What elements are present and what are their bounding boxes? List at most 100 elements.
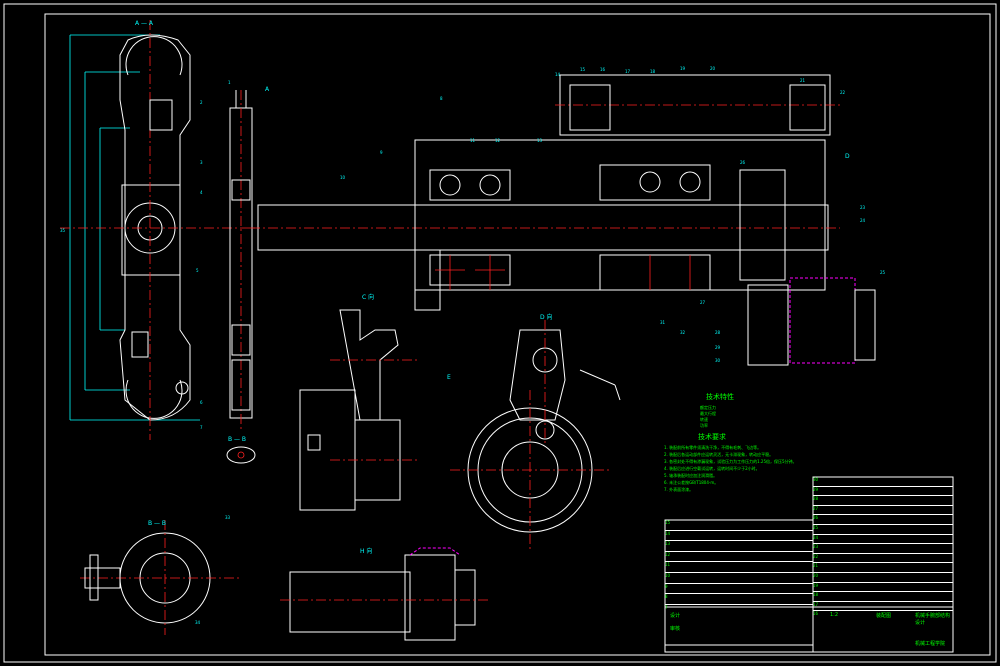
label-e-view: E — [447, 374, 451, 381]
tech-line: 3. 各密封处不得有渗漏现象，试验压力为工作压力的1.25倍，保压5分钟。 — [664, 459, 797, 464]
balloon: 13 — [537, 138, 543, 143]
parts-row: 13 — [665, 541, 813, 552]
balloon: 33 — [225, 515, 231, 520]
parts-row: 17 — [813, 602, 953, 612]
tech-line: 2. 装配后各运动部件应运转灵活，无卡滞现象，转动应平稳。 — [664, 452, 774, 457]
parts-no: 23 — [813, 544, 819, 550]
balloon: 26 — [740, 160, 746, 165]
balloon: 29 — [715, 345, 721, 350]
balloon: 2 — [200, 100, 203, 105]
balloon: 34 — [195, 620, 201, 625]
parts-no: 7 — [665, 604, 668, 610]
balloon: 8 — [440, 96, 443, 101]
balloon: 27 — [700, 300, 706, 305]
parts-no: 30 — [813, 477, 819, 482]
parts-row: 14 — [665, 531, 813, 542]
parts-row: 25 — [813, 525, 953, 535]
parts-no: 9 — [665, 583, 668, 589]
parts-row: 24 — [813, 535, 953, 545]
parts-no: 26 — [813, 515, 819, 521]
spec-line: 功率 — [700, 423, 708, 428]
balloon: 24 — [860, 218, 866, 223]
view-a-a-arm — [60, 20, 260, 440]
spec-line: 最大行程 — [700, 411, 716, 416]
balloon: 21 — [800, 78, 806, 83]
checker-label: 审核 — [670, 626, 681, 632]
view-c-lever — [299, 309, 420, 511]
tech-line: 4. 装配后应进行空载试运转，运转时间不少于2小时。 — [664, 466, 760, 471]
parts-no: 8 — [665, 594, 668, 600]
parts-row: 29 — [813, 487, 953, 497]
parts-no: 28 — [813, 496, 819, 502]
tech-title: 技术要求 — [698, 433, 726, 441]
balloon: 15 — [580, 67, 586, 72]
view-b-b-spline — [80, 520, 240, 635]
parts-row: 19 — [813, 583, 953, 593]
label-a-a: A — A — [135, 20, 154, 27]
parts-row: 12 — [665, 552, 813, 563]
parts-row: 26 — [813, 515, 953, 525]
parts-no: 14 — [665, 530, 671, 536]
parts-row: 20 — [813, 573, 953, 583]
balloon: 32 — [680, 330, 686, 335]
parts-no: 10 — [665, 572, 671, 578]
label-c-view: C 向 — [362, 294, 375, 301]
balloon: 14 — [555, 72, 561, 77]
balloon: 35 — [60, 228, 66, 233]
spec-lines: 额定压力 最大行程 转速 功率 — [700, 405, 760, 429]
designer-label: 设计 — [670, 613, 681, 619]
balloon: 17 — [625, 69, 631, 74]
spec-title: 技术特性 — [706, 393, 734, 401]
balloon: 5 — [196, 268, 199, 273]
balloon: 28 — [715, 330, 721, 335]
label-b-b-small: B — B — [228, 436, 247, 443]
balloon: 19 — [680, 66, 686, 71]
parts-row: 30 — [813, 477, 953, 487]
parts-row: 11 — [665, 562, 813, 573]
tech-line: 1. 装配前所有零件须清洗干净，不得有毛刺、飞边等。 — [664, 445, 762, 450]
label-d-view: D 向 — [540, 314, 553, 321]
parts-row: 27 — [813, 506, 953, 516]
parts-table-left: 15 14 13 12 11 10 9 8 7 — [665, 520, 813, 610]
balloon: 1 — [228, 80, 231, 85]
parts-row: 15 — [665, 520, 813, 531]
balloon: 18 — [650, 69, 656, 74]
parts-row: 9 — [665, 584, 813, 595]
drawing-name: 机械手腕部结构设计 — [915, 613, 951, 626]
balloon: 23 — [860, 205, 866, 210]
parts-no: 21 — [813, 563, 819, 569]
parts-no: 20 — [813, 572, 819, 578]
parts-row: 8 — [665, 594, 813, 605]
parts-no: 13 — [665, 541, 671, 547]
parts-row: 23 — [813, 544, 953, 554]
balloon: 16 — [600, 67, 606, 72]
balloon: 6 — [200, 400, 203, 405]
parts-no: 27 — [813, 505, 819, 511]
balloon: 25 — [880, 270, 886, 275]
tech-line: 6. 未注公差按GB/T1804-m。 — [664, 480, 719, 485]
parts-no: 22 — [813, 553, 819, 559]
parts-row: 16 — [813, 611, 953, 620]
balloon: 11 — [470, 138, 476, 143]
label-h-view: H 向 — [360, 548, 373, 555]
parts-row: 21 — [813, 563, 953, 573]
parts-no: 25 — [813, 524, 819, 530]
balloon: 20 — [710, 66, 716, 71]
view-main-shaft — [250, 74, 876, 366]
parts-no: 24 — [813, 534, 819, 540]
inner-border — [44, 13, 991, 656]
label-a-arrow: A — [265, 86, 270, 93]
parts-no: 12 — [665, 551, 671, 557]
view-column-links — [226, 90, 256, 464]
tech-line: 5. 轴承装配时应加注润滑脂。 — [664, 473, 718, 478]
parts-no: 18 — [813, 592, 819, 598]
balloon: 10 — [340, 175, 346, 180]
label-d-arrow: D — [845, 153, 850, 160]
spec-line: 额定压力 — [700, 405, 716, 410]
balloon: 9 — [380, 150, 383, 155]
view-h-motor — [280, 547, 490, 641]
parts-table-right: 30 29 28 27 26 25 24 23 22 21 20 19 18 1… — [813, 477, 953, 616]
parts-no: 17 — [813, 601, 819, 607]
parts-no: 16 — [813, 611, 819, 617]
